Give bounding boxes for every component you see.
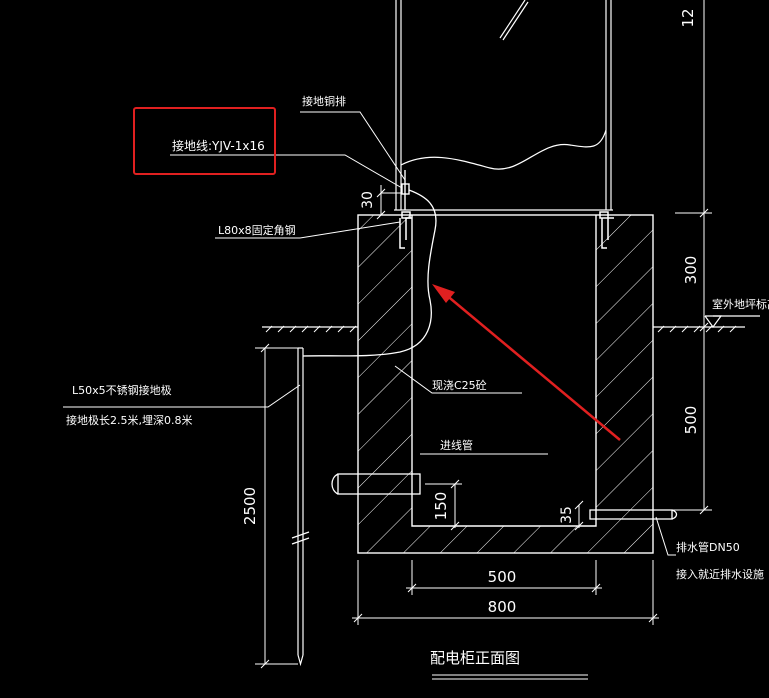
label-ground-rod: L50x5不锈钢接地极 (72, 383, 172, 397)
leader-lines (63, 111, 676, 556)
label-ground-rod-spec: 接地极长2.5米,埋深0.8米 (66, 413, 192, 427)
title-underline (432, 674, 588, 680)
label-ground-copper-bar: 接地铜排 (302, 94, 346, 108)
dim-150: 150 (432, 492, 450, 521)
callout-box (133, 107, 276, 175)
label-angle-steel: L80x8固定角钢 (218, 223, 296, 237)
dim-500-horizontal: 500 (488, 568, 517, 586)
red-arrow (432, 284, 621, 441)
elevation-mark (704, 315, 760, 329)
label-floor-mark: 室外地坪标高 (712, 297, 769, 311)
dimension-lines (255, 0, 712, 669)
dim-800: 800 (488, 598, 517, 616)
cabinet (394, 0, 613, 211)
dim-30: 30 (360, 191, 376, 209)
dim-500-vertical: 500 (682, 406, 700, 435)
label-drain-connect: 接入就近排水设施 (676, 567, 764, 581)
label-drain-pipe: 排水管DN50 (676, 540, 740, 554)
dim-300: 300 (682, 256, 700, 285)
drawing-title: 配电柜正面图 (430, 649, 520, 667)
dim-35: 35 (559, 506, 575, 524)
ground-wire (302, 189, 437, 357)
concrete-foundation (357, 214, 654, 554)
ground-rod (291, 347, 310, 667)
ground-copper-bar (401, 170, 410, 210)
label-concrete: 现浇C25砼 (432, 379, 487, 392)
incoming-pipe (331, 473, 421, 495)
dim-top: 12 (679, 8, 697, 27)
callout-ground-wire: 接地线:YJV-1x16 (172, 138, 265, 153)
label-incoming-pipe: 进线管 (440, 438, 473, 452)
dim-2500: 2500 (241, 487, 259, 525)
angle-steel-brackets (399, 211, 614, 249)
